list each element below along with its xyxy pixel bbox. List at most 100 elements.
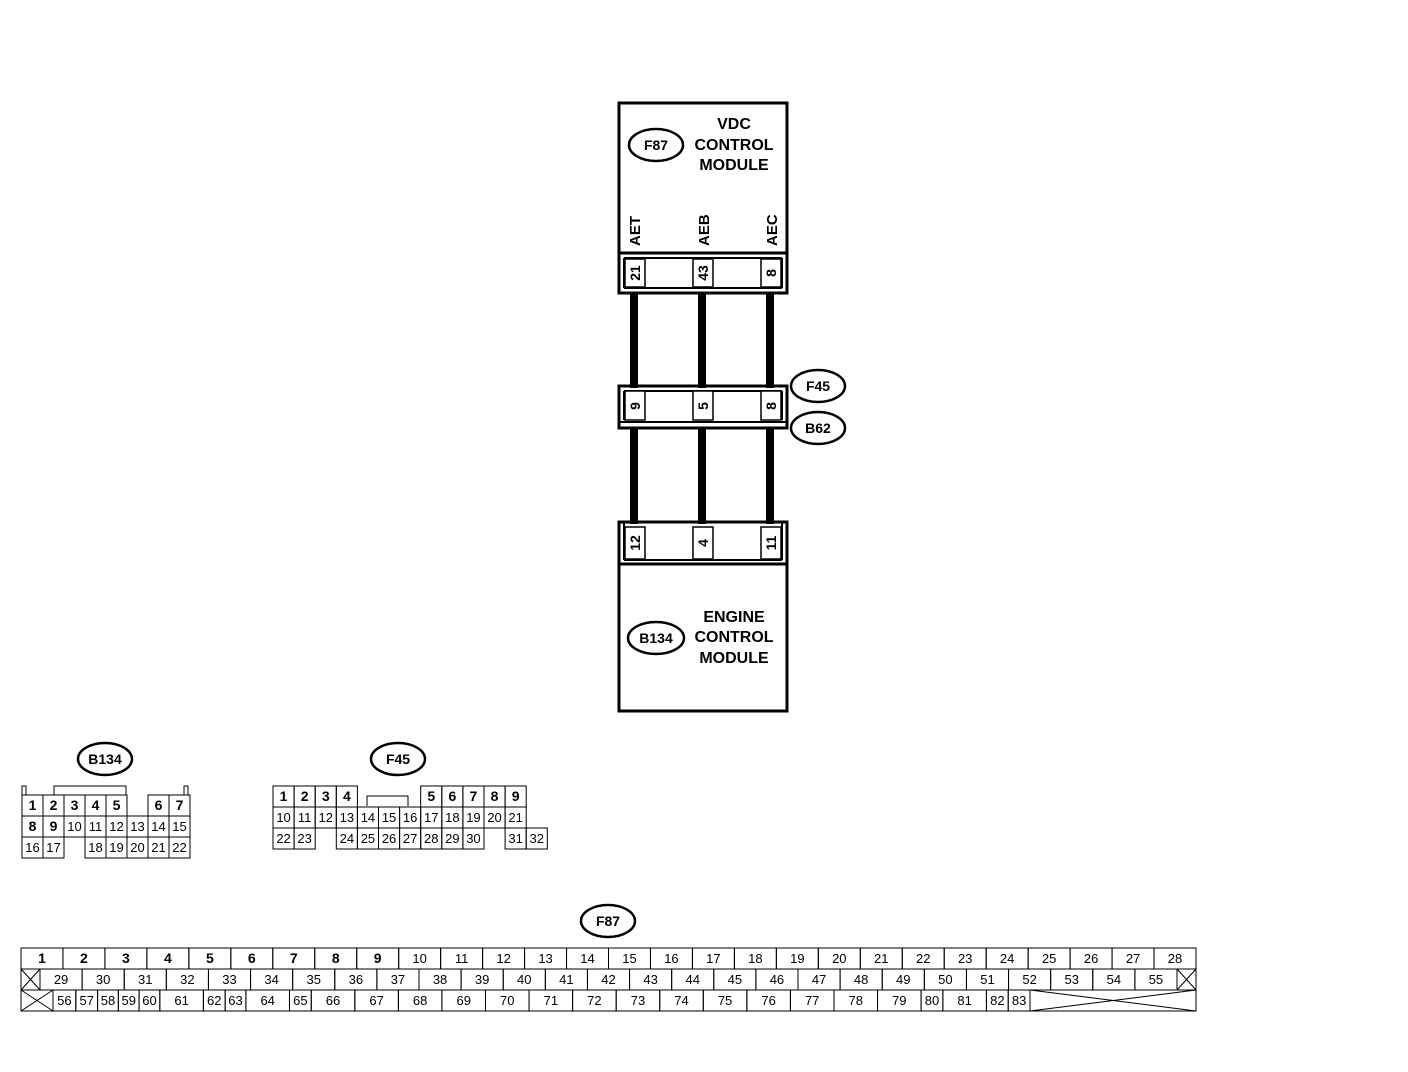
f45-pin-number: 27 [403, 831, 417, 846]
f87-pin-number: 23 [958, 951, 972, 966]
b134-pin-number: 1 [29, 797, 37, 813]
f87-pin-number: 57 [79, 993, 93, 1008]
b134-pin-number: 5 [113, 797, 121, 813]
f87-pin-number: 75 [718, 993, 732, 1008]
f87-pin-number: 47 [812, 972, 826, 987]
f87-pin-number: 20 [832, 951, 846, 966]
f87-pin-number: 64 [260, 993, 274, 1008]
f87-pin-number: 24 [1000, 951, 1014, 966]
f45-pin-number: 28 [424, 831, 438, 846]
f87-pin-number: 77 [805, 993, 819, 1008]
b134-view-label: B134 [88, 751, 122, 767]
f87-pin-number: 32 [180, 972, 194, 987]
f45-pin-number: 2 [301, 788, 309, 804]
f87-pin-number: 15 [622, 951, 636, 966]
f87-pin-number: 34 [264, 972, 278, 987]
f87-pin-number: 45 [728, 972, 742, 987]
f87-pin-number: 65 [293, 993, 307, 1008]
b134-pin-number: 9 [50, 818, 58, 834]
f87-pin-number: 25 [1042, 951, 1056, 966]
b134-pin-number: 20 [130, 840, 144, 855]
f87-pin-number: 17 [706, 951, 720, 966]
f45-pin-number: 17 [424, 810, 438, 825]
f87-pin-number: 6 [248, 950, 256, 966]
ecm-name-line-1: ENGINE [703, 609, 765, 626]
f87-pin-number: 78 [849, 993, 863, 1008]
b62-badge [789, 410, 847, 446]
f87-pin-number: 3 [122, 950, 130, 966]
f87-pin-number: 21 [874, 951, 888, 966]
f45-pin-number: 6 [448, 788, 456, 804]
b134-pin-number: 3 [71, 797, 79, 813]
f87-pin-number: 14 [580, 951, 594, 966]
f45-pin-number: 12 [319, 810, 333, 825]
vdc-control-module: F87 VDC CONTROL MODULE AET AEB AEC [617, 101, 789, 255]
f87-pin-number: 48 [854, 972, 868, 987]
f45-pin-number: 22 [276, 831, 290, 846]
vdc-name-line-2: CONTROL [694, 137, 773, 154]
b134-pin-number: 4 [92, 797, 100, 813]
f45-pin-number: 15 [382, 810, 396, 825]
b134-cell [168, 836, 191, 859]
b134-pin-number: 8 [29, 818, 37, 834]
f87-pin-number: 28 [1168, 951, 1182, 966]
f45-pin-number: 3 [322, 788, 330, 804]
f87-pin-number: 29 [54, 972, 68, 987]
signal-aeb: AEB [696, 214, 713, 246]
f45-pin-number: 32 [530, 831, 544, 846]
f87-pin-number: 79 [892, 993, 906, 1008]
f87-pin-number: 67 [369, 993, 383, 1008]
b134-view-badge [76, 741, 134, 777]
ecm-name-line-2: CONTROL [694, 629, 773, 646]
vdc-pin-21: 21 [627, 265, 643, 281]
f45-pin-number: 7 [470, 788, 478, 804]
f87-pin-number: 81 [957, 993, 971, 1008]
b134-pin-number: 18 [88, 840, 102, 855]
joint-connector-f45-b62: 9 5 8 F45 B62 [617, 368, 847, 446]
f87-pin-number: 9 [374, 950, 382, 966]
f87-pin-number: 49 [896, 972, 910, 987]
f45-pin-number: 29 [445, 831, 459, 846]
f45-cell [525, 827, 548, 850]
f87-pin-number: 70 [500, 993, 514, 1008]
f87-pin-number: 60 [142, 993, 156, 1008]
f45-pin-number: 31 [508, 831, 522, 846]
f87-pin-number: 30 [96, 972, 110, 987]
b134-pin-number: 14 [151, 819, 165, 834]
b134-pin-number: 7 [176, 797, 184, 813]
f45-cell [462, 827, 485, 850]
f87-pin-number: 53 [1064, 972, 1078, 987]
f87-pin-number: 76 [761, 993, 775, 1008]
f87-view-badge [579, 903, 637, 939]
b134-pin-number: 19 [109, 840, 123, 855]
vdc-pin-8: 8 [763, 269, 779, 277]
f87-pin-number: 33 [222, 972, 236, 987]
f87-pin-number: 35 [306, 972, 320, 987]
f45-badge-label: F45 [806, 378, 830, 394]
f87-pin-number: 68 [413, 993, 427, 1008]
f87-pin-number: 11 [455, 951, 469, 966]
f45-pin-number: 19 [466, 810, 480, 825]
b134-pin-number: 6 [155, 797, 163, 813]
f45-pin-number: 16 [403, 810, 417, 825]
f45-pin-number: 10 [276, 810, 290, 825]
f45-pin-number: 13 [340, 810, 354, 825]
wires-lower [630, 428, 774, 524]
b134-pin-number: 2 [50, 797, 58, 813]
vdc-connector-strip: 21 43 8 [617, 251, 789, 295]
f45-pin-number: 1 [280, 788, 288, 804]
b134-pin-number: 11 [89, 819, 103, 834]
b134-pin-number: 22 [172, 840, 186, 855]
f87-pin-number: 12 [496, 951, 510, 966]
f45-view-badge [369, 741, 427, 777]
f45-pin-number: 30 [466, 831, 480, 846]
f87-view-label: F87 [596, 913, 620, 929]
f87-pin-number: 16 [664, 951, 678, 966]
f87-pin-number: 10 [412, 951, 426, 966]
ecm-connector-strip: 12 4 11 [617, 520, 789, 566]
f45-pin-number: 21 [508, 810, 522, 825]
f45-view-label: F45 [386, 751, 410, 767]
f87-pin-number: 8 [332, 950, 340, 966]
f45-pin-number: 24 [340, 831, 354, 846]
f87-pin-number: 43 [643, 972, 657, 987]
